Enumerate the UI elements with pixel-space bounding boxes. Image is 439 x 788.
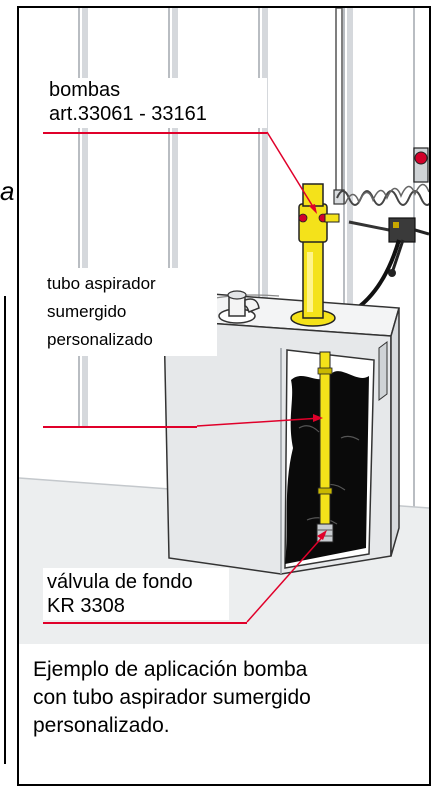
- leader-line-valve: [246, 533, 326, 623]
- stray-glyph: a: [0, 176, 15, 206]
- elbow-fitting: [218, 290, 260, 324]
- callout-pump-underline: [43, 132, 267, 134]
- figure-frame: bombas art.33061 - 33161 tubo aspirador …: [17, 6, 431, 786]
- callout-pump-models: bombas art.33061 - 33161: [43, 78, 267, 128]
- caption-line3: personalizado.: [33, 714, 170, 737]
- arrowhead-pump: [309, 204, 317, 214]
- arrowhead-valve: [317, 530, 327, 540]
- leader-lines: [196, 131, 326, 623]
- suction-dip-tube: [317, 351, 333, 525]
- callout-tube-underline: [43, 426, 197, 428]
- leader-line-tube: [196, 417, 322, 427]
- callout-foot-valve: válvula de fondo KR 3308: [43, 568, 229, 620]
- coiled-air-hose: [336, 190, 429, 206]
- callout-tube-line2: sumergido: [47, 302, 127, 321]
- callout-pump-line2: art.33061 - 33161: [49, 103, 207, 125]
- wall-air-pipe: [333, 8, 345, 205]
- left-border-rule: [4, 296, 6, 764]
- arrowhead-tube: [313, 414, 323, 422]
- callout-tube-line3: personalizado: [47, 330, 153, 349]
- air-valve: [348, 217, 429, 277]
- callout-tube-line1: tubo aspirador: [47, 274, 156, 293]
- callout-valve-line2: KR 3308: [47, 595, 125, 617]
- callout-pump-line1: bombas: [49, 79, 121, 101]
- caption-line1: Ejemplo de aplicación bomba: [33, 658, 308, 681]
- coiled-air-hose-back: [344, 183, 429, 205]
- figure-caption: Ejemplo de aplicación bomba con tubo asp…: [33, 656, 413, 740]
- callout-valve-underline: [43, 622, 247, 624]
- callout-valve-line1: válvula de fondo: [47, 571, 193, 593]
- caption-line2: con tubo aspirador sumergido: [33, 686, 311, 709]
- yellow-pump: [290, 183, 340, 327]
- pressure-regulator: [413, 147, 429, 183]
- callout-dip-tube: tubo aspirador sumergido personalizado: [43, 268, 217, 356]
- leader-line-pump: [266, 131, 316, 211]
- leader-arrowheads: [309, 204, 327, 540]
